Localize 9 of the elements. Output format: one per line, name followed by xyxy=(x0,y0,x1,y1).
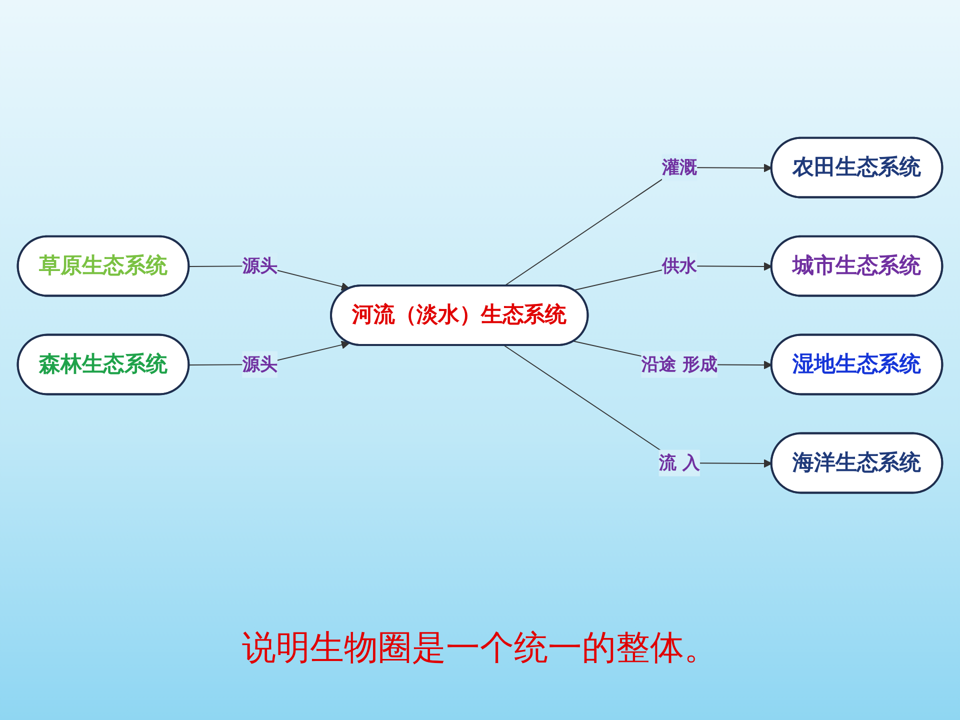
caption: 说明生物圈是一个统一的整体。 xyxy=(242,628,718,668)
edge-label: 灌溉 xyxy=(662,157,698,178)
edge-label: 供水 xyxy=(662,256,698,276)
arrow xyxy=(504,163,772,286)
arrow xyxy=(504,344,772,468)
edge-label: 流 入 xyxy=(658,452,700,473)
edge-label: 源头 xyxy=(242,354,278,374)
edge-label: 源头 xyxy=(242,256,278,276)
edge-label: 沿途 形成 xyxy=(641,354,718,374)
